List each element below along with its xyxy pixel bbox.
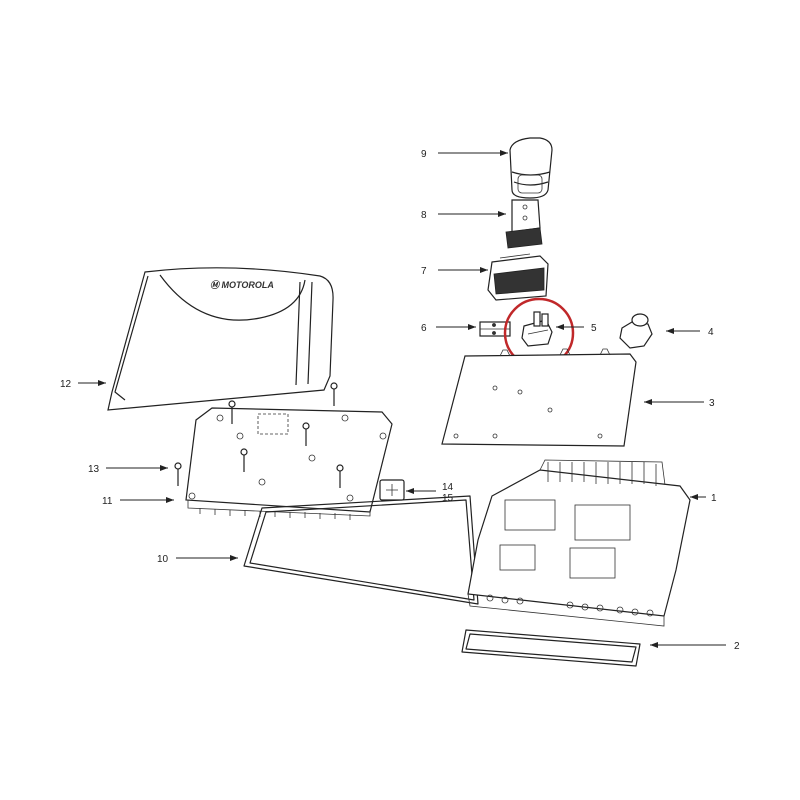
svg-text:1: 1 — [711, 493, 717, 504]
svg-text:10: 10 — [157, 554, 169, 565]
svg-text:14: 14 — [442, 482, 454, 493]
part-6-connector[interactable] — [479, 321, 511, 337]
part-14-15-small-connector[interactable] — [379, 479, 405, 501]
callout-12: 12 — [60, 379, 106, 390]
part-13-screws[interactable] — [174, 382, 344, 488]
callout-9: 9 — [421, 149, 508, 160]
callout-10: 10 — [157, 554, 238, 565]
part-12-top-cover[interactable]: Ⓜ MOTOROLA — [107, 267, 334, 411]
part-3-circuit-board[interactable] — [441, 348, 637, 447]
svg-text:12: 12 — [60, 379, 72, 390]
part-1-housing[interactable] — [467, 459, 691, 627]
svg-text:3: 3 — [709, 398, 715, 409]
motorola-logo: Ⓜ MOTOROLA — [210, 280, 274, 290]
callout-4: 4 — [666, 327, 714, 338]
callout-3: 3 — [644, 398, 715, 409]
svg-text:5: 5 — [591, 323, 597, 334]
svg-text:15: 15 — [442, 493, 454, 504]
callout-13: 13 — [88, 464, 168, 475]
part-11-bottom-plate[interactable] — [185, 407, 393, 520]
svg-text:6: 6 — [421, 323, 427, 334]
part-7-accessory-connector[interactable] — [487, 253, 549, 301]
svg-text:4: 4 — [708, 327, 714, 338]
svg-text:9: 9 — [421, 149, 427, 160]
part-8-connector-plate[interactable] — [505, 199, 543, 249]
svg-text:11: 11 — [102, 496, 113, 507]
callout-1: 1 — [690, 493, 717, 504]
callout-7: 7 — [421, 266, 488, 277]
callout-6: 6 — [421, 323, 476, 334]
part-4-connector[interactable] — [619, 313, 653, 349]
callout-5: 5 — [556, 323, 597, 334]
callout-2: 2 — [650, 641, 740, 652]
svg-text:2: 2 — [734, 641, 740, 652]
svg-text:13: 13 — [88, 464, 100, 475]
part-5-connector[interactable] — [521, 311, 553, 347]
part-2-front-gasket[interactable] — [461, 629, 641, 667]
callout-14: 14 — [406, 482, 454, 494]
svg-text:8: 8 — [421, 210, 427, 221]
callout-15: 15 — [442, 493, 454, 504]
callout-8: 8 — [421, 210, 506, 221]
svg-text:7: 7 — [421, 266, 427, 277]
callout-11: 11 — [102, 496, 174, 507]
part-9-connector-boot[interactable] — [509, 137, 553, 199]
